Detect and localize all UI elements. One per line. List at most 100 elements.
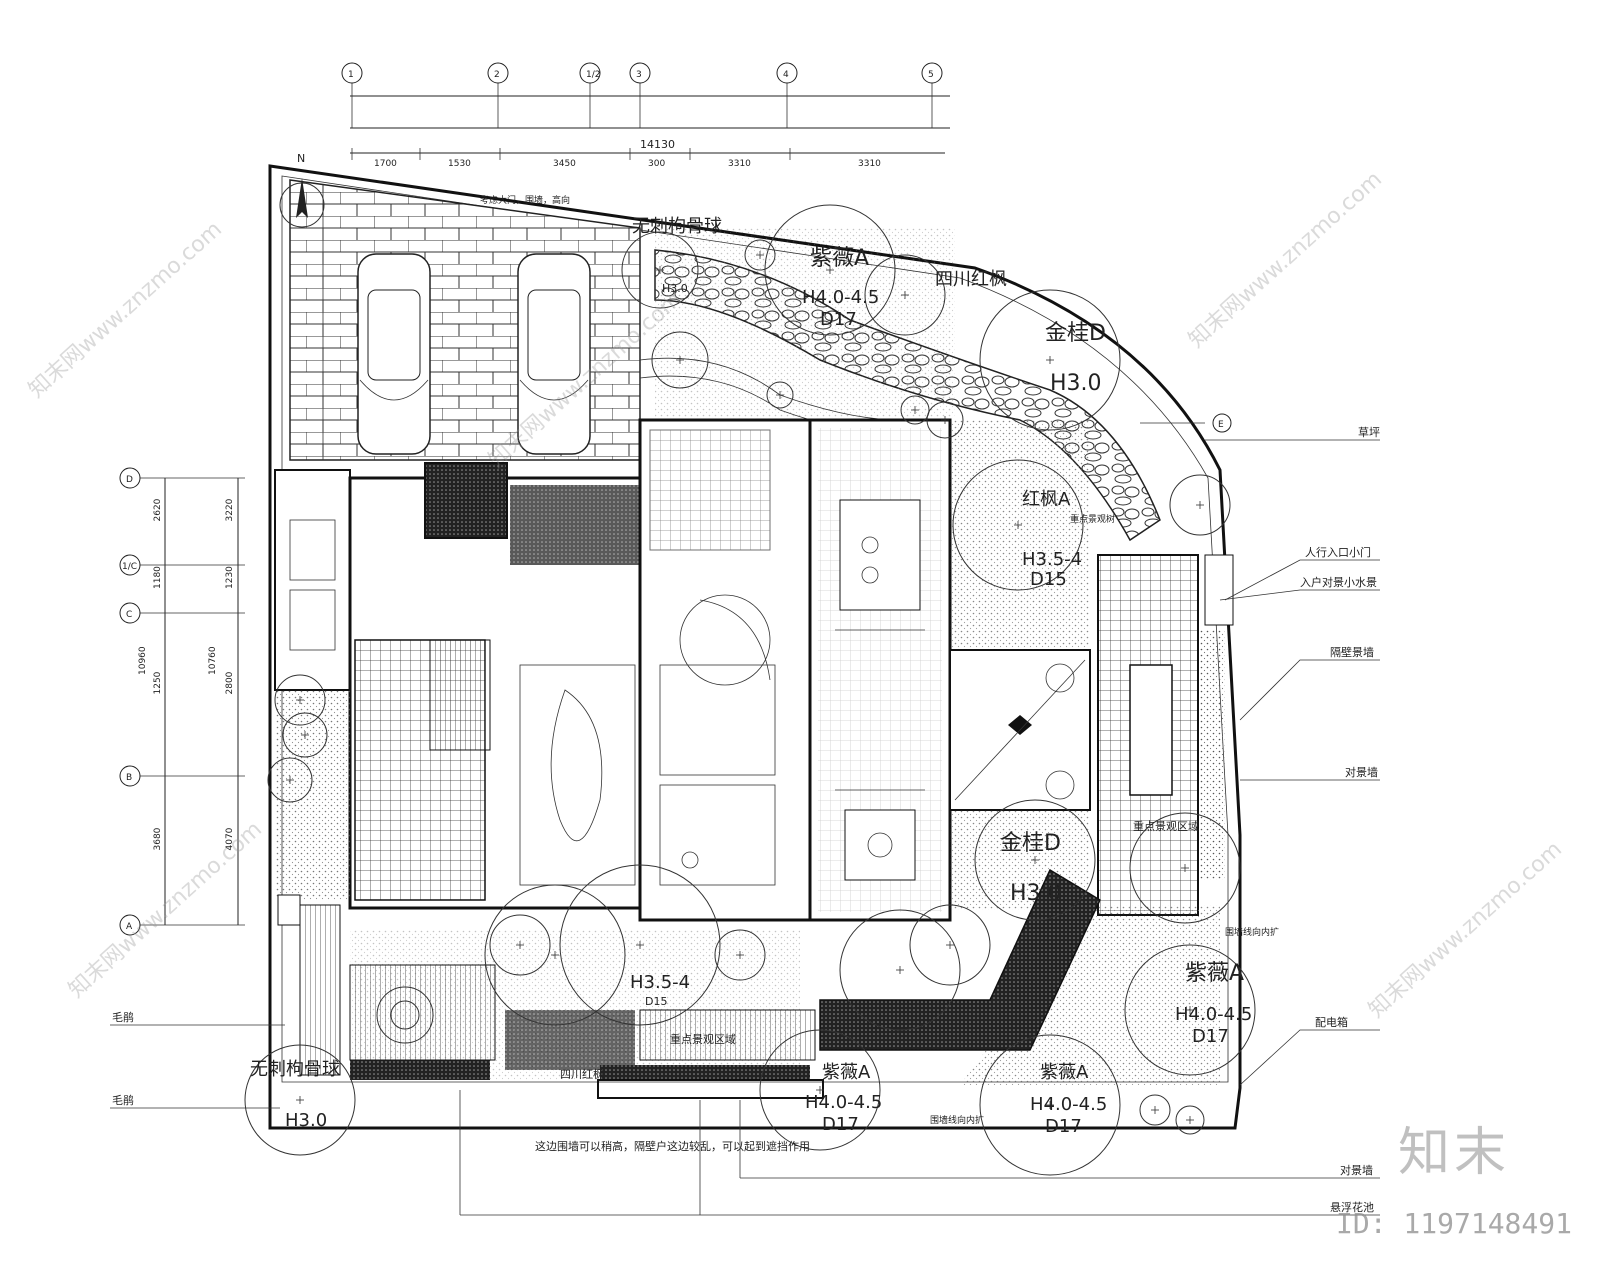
plant-diam-hongfeng-bottom: D15: [645, 995, 667, 1008]
callout-label: 对景墙: [1340, 1163, 1373, 1177]
tree-canopy: [900, 395, 930, 425]
plant-height-ziwei-bottom-left: H4.0-4.5: [805, 1092, 882, 1113]
plant-label-ziwei-top: 紫薇A: [810, 246, 869, 271]
callout-label: 入户对景小水景: [1300, 575, 1377, 589]
axis-label: 4: [783, 70, 789, 80]
plant-label-hongfeng-mid: 红枫A: [1022, 489, 1071, 510]
callout-leader: [1239, 659, 1380, 721]
tree-canopy: [864, 254, 946, 336]
dim-label: 2620: [153, 498, 163, 521]
plant-height-jingui-top: H3.0: [1050, 371, 1102, 396]
lounge-chairs-icon: [844, 809, 916, 881]
plant-label-ziwei-bottom-left: 紫薇A: [822, 1062, 871, 1083]
tree-canopy: [1139, 1094, 1171, 1126]
tree-canopy: [839, 909, 961, 1031]
plant-diam-ziwei-bottom-mid: D17: [1045, 1116, 1082, 1137]
axis-bubble: [119, 914, 141, 936]
callout-label: 草坪: [1358, 426, 1380, 439]
axis-bubble: [921, 62, 943, 84]
tree-canopy: [274, 674, 326, 726]
plant-label-top-left: 无刺枸骨球: [632, 216, 722, 237]
key-view-label: 重点景观区域: [1133, 819, 1199, 833]
plant-label-ziwei-bottom-mid: 紫薇A: [1040, 1062, 1089, 1083]
hanging-plant-label: 四川红枫: [560, 1067, 604, 1081]
axis-label: 1: [348, 70, 354, 80]
house: [274, 418, 1091, 922]
plant-height-jingui-mid: H3.0: [1010, 881, 1062, 906]
plant-height-ziwei-right: H4.0-4.5: [1175, 1004, 1252, 1025]
north-label: N: [297, 152, 305, 165]
axis-label: 3: [636, 70, 642, 80]
tree-canopy: [974, 799, 1096, 921]
tree-canopy: [744, 239, 776, 271]
top-total-dim: 14130: [640, 138, 675, 151]
tree-canopy: [489, 914, 551, 976]
tree-canopy: [952, 459, 1084, 591]
callout-label: 配电箱: [1315, 1015, 1348, 1029]
tree-canopy: [979, 1034, 1121, 1176]
tree-canopy: [559, 864, 721, 1026]
plant-height-top-left: H3.0: [662, 282, 688, 295]
plant-height-hongfeng-mid: H3.5-4: [1022, 549, 1082, 570]
image-id-label: ID: 1197148491: [1335, 1207, 1572, 1240]
callout-label: 悬浮花池: [1330, 1201, 1374, 1214]
callout-label: 毛鹃: [112, 1093, 134, 1107]
parking-area: N 考虑大门，围墙，高向: [279, 152, 641, 461]
dim-label: 1180: [153, 566, 163, 589]
dim-label: 2800: [225, 671, 235, 694]
axis-label: D: [126, 475, 133, 485]
plant-diam-hongfeng-mid: D15: [1030, 569, 1067, 590]
dim-label: 10960: [138, 646, 148, 675]
plant-diam-ziwei-bottom-left: D17: [822, 1114, 859, 1135]
dim-segment-label: 1700: [374, 159, 397, 169]
plant-labels: 无刺枸骨球 H3.0 紫薇A H4.0-4.5 D17 四川红枫 金桂D H3.…: [250, 216, 1279, 1153]
tree-canopy: [766, 381, 794, 409]
tree-canopy: [1175, 1105, 1205, 1135]
stone-path: [639, 228, 1161, 542]
plant-diam-ziwei-top: D17: [820, 309, 857, 330]
axis-bubble: [487, 62, 509, 84]
tree-canopy: [979, 289, 1121, 431]
axis-bubble: [119, 467, 141, 489]
tree-canopy: [651, 331, 709, 389]
plant-height-ziwei-top: H4.0-4.5: [802, 287, 879, 308]
mid-note: 重点景观树: [1070, 513, 1115, 525]
axis-label: 2: [494, 70, 500, 80]
callout-label: 毛鹃: [112, 1010, 134, 1024]
dim-segment-label: 300: [648, 159, 665, 169]
tree-canopy: [1169, 474, 1231, 536]
wall-inward-note-1: 围墙线向内扩: [1225, 926, 1279, 938]
tree-canopy: [267, 757, 313, 803]
axis-bubble: [119, 602, 141, 624]
plant-height-bottom-left: H3.0: [285, 1110, 327, 1131]
bottom-wall-note: 这边围墙可以稍高，隔壁户这边较乱，可以起到遮挡作用: [535, 1139, 810, 1153]
tree-canopy: [926, 401, 964, 439]
dining-table-icon: [839, 499, 921, 611]
dim-segment-label: 3310: [728, 159, 751, 169]
site-boundary: [268, 164, 1242, 1130]
tree-canopy: [244, 1044, 356, 1156]
car-icon: [517, 253, 591, 455]
plant-label-jingui-top: 金桂D: [1045, 321, 1106, 346]
plant-height-hongfeng-bottom: H3.5-4: [630, 972, 690, 993]
callout-label: 隔壁景墙: [1330, 645, 1374, 659]
dim-segment-label: 3450: [553, 159, 576, 169]
callout-leader: [1219, 589, 1380, 601]
brand-logo-text: 知末: [1397, 1123, 1510, 1183]
axis-bubble: [119, 765, 141, 787]
callout-leader: [1239, 1029, 1380, 1086]
tree-canopy: [621, 231, 699, 309]
plant-label-hongfeng-top: 四川红枫: [935, 269, 1007, 290]
gate-note: 考虑大门，围墙，高向: [480, 194, 570, 206]
axis-bubble: [629, 62, 651, 84]
dim-segment-label: 3310: [858, 159, 881, 169]
dim-label: 10760: [208, 646, 218, 675]
dim-label: 4070: [225, 827, 235, 850]
callout-label: 对景墙: [1345, 765, 1378, 779]
left-bottom-patio: [277, 894, 824, 1099]
plant-label-ziwei-right: 紫薇A: [1185, 961, 1244, 986]
pool-label: 重点景观区域: [670, 1032, 736, 1046]
